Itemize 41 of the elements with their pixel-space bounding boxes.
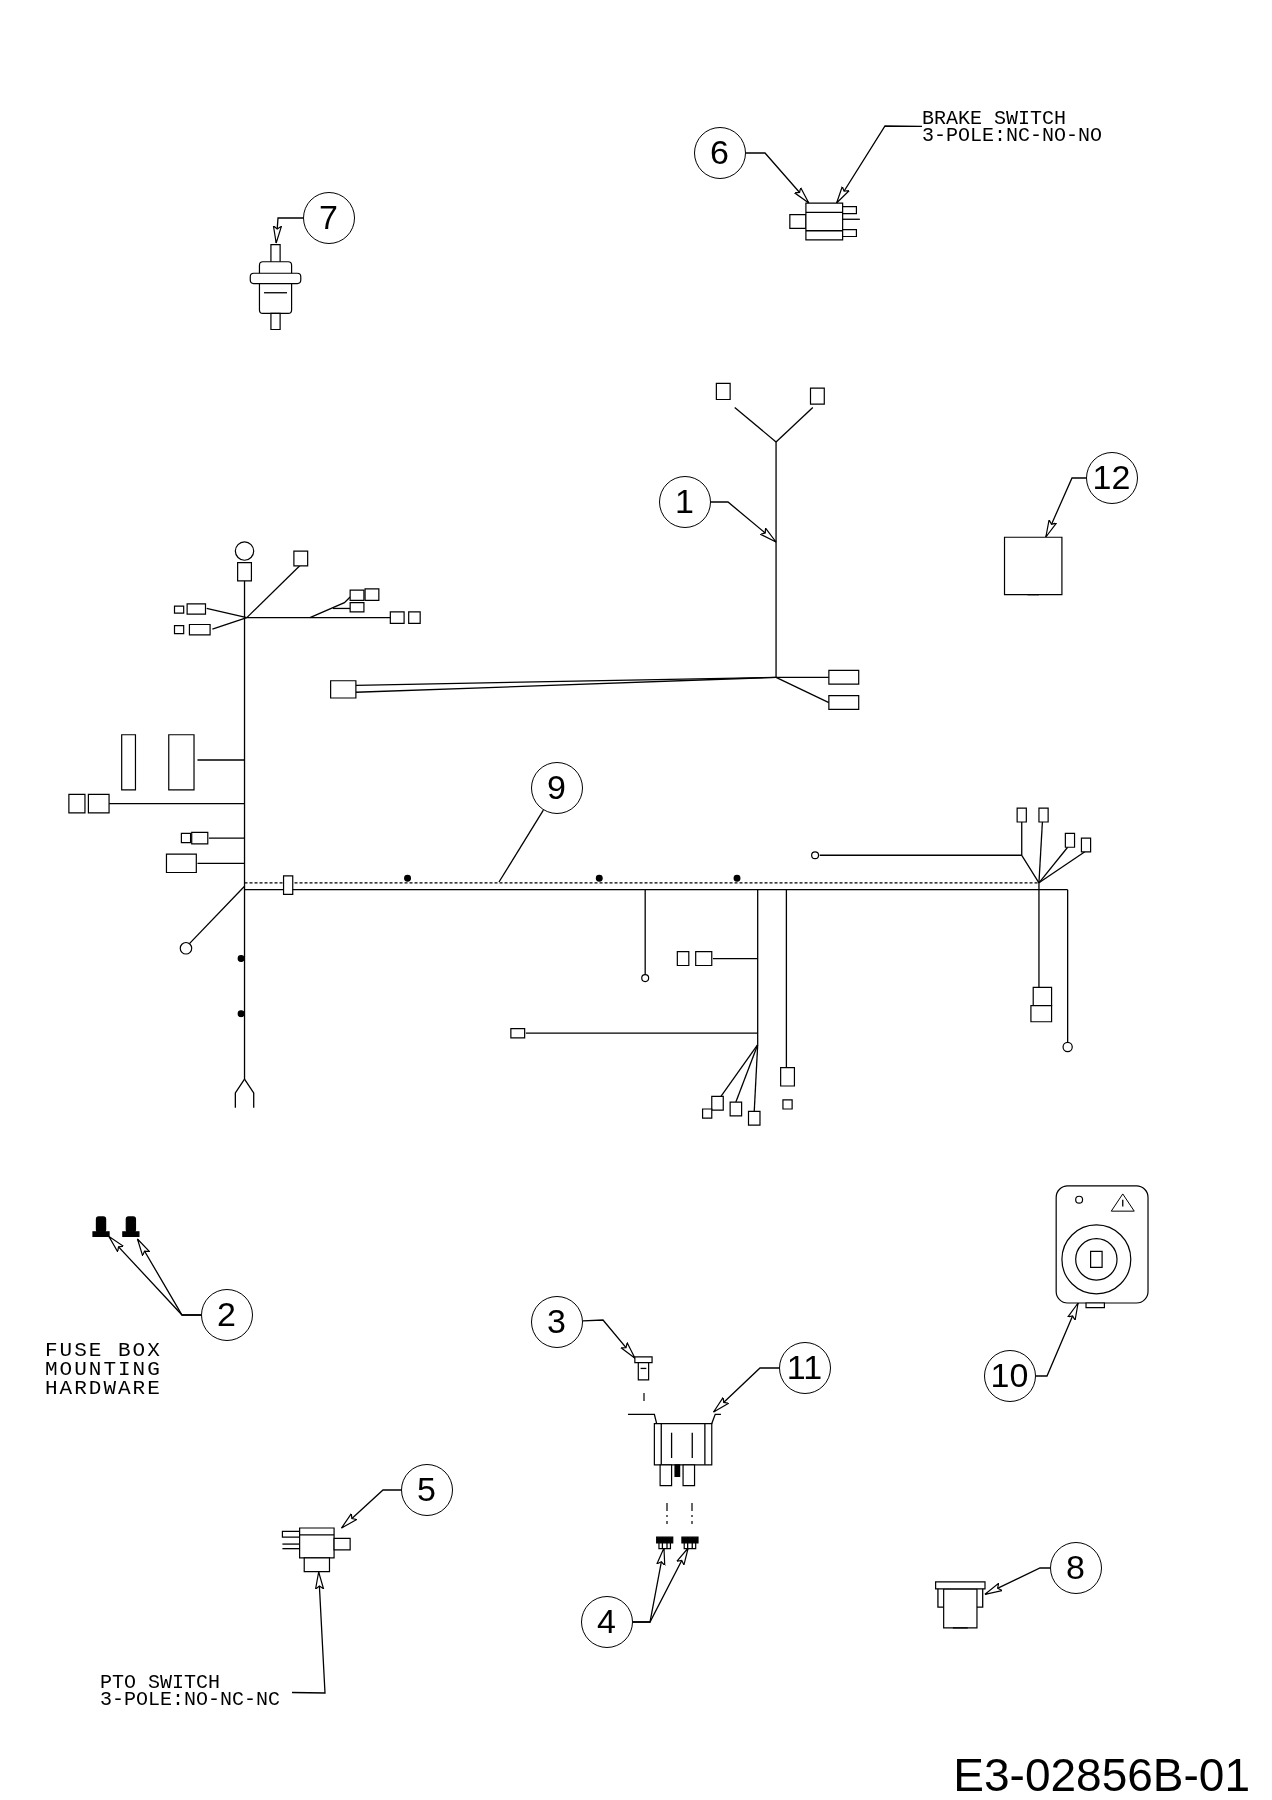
part-label: FUSE BOX MOUNTING HARDWARE <box>45 1341 163 1398</box>
nut-drawing <box>656 1536 674 1550</box>
leader-line <box>582 1319 636 1359</box>
leader-line <box>1045 477 1087 538</box>
leader-line <box>291 1571 326 1694</box>
leader-line <box>984 1567 1051 1595</box>
bolt-drawing <box>634 1356 653 1381</box>
callout-number: 10 <box>983 1349 1036 1402</box>
leader-line <box>712 1367 780 1413</box>
leader-line <box>745 152 810 204</box>
leader-line <box>1035 1302 1079 1377</box>
part-label: BRAKE SWITCH 3-POLE:NC-NO-NO <box>922 110 1115 144</box>
switch-drawing <box>789 202 861 241</box>
leader-line <box>272 217 304 244</box>
callout-number: 3 <box>530 1295 583 1348</box>
callout-number: 7 <box>302 191 355 244</box>
callout-number: 6 <box>693 126 746 179</box>
callout-number: 8 <box>1049 1541 1102 1594</box>
leader-line <box>498 809 544 883</box>
leader-line <box>136 1238 202 1316</box>
switch-drawing <box>281 1527 351 1573</box>
switch-drawing <box>935 1581 986 1629</box>
screw-drawing <box>92 1216 110 1237</box>
leader-line <box>340 1489 402 1529</box>
leader-line <box>632 1547 689 1623</box>
drawing-number: E3-02856B-01 <box>952 1752 1250 1798</box>
callout-number: 12 <box>1085 451 1138 504</box>
part-label: PTO SWITCH 3-POLE:NO-NC-NC <box>100 1674 293 1708</box>
switch-drawing <box>249 243 302 331</box>
solenoid-drawing <box>627 1413 722 1487</box>
leader-line <box>835 125 923 204</box>
callout-number: 4 <box>580 1595 633 1648</box>
wiring-harness-drawing <box>68 541 1092 1126</box>
wiring-harness-drawing <box>330 382 860 711</box>
callout-number: 5 <box>400 1463 453 1516</box>
callout-number: 2 <box>200 1288 253 1341</box>
screw-drawing <box>122 1216 140 1237</box>
leader-line <box>710 501 777 543</box>
callout-number: 11 <box>778 1341 831 1394</box>
nut-drawing <box>681 1536 699 1550</box>
key-switch-drawing <box>1055 1185 1149 1309</box>
